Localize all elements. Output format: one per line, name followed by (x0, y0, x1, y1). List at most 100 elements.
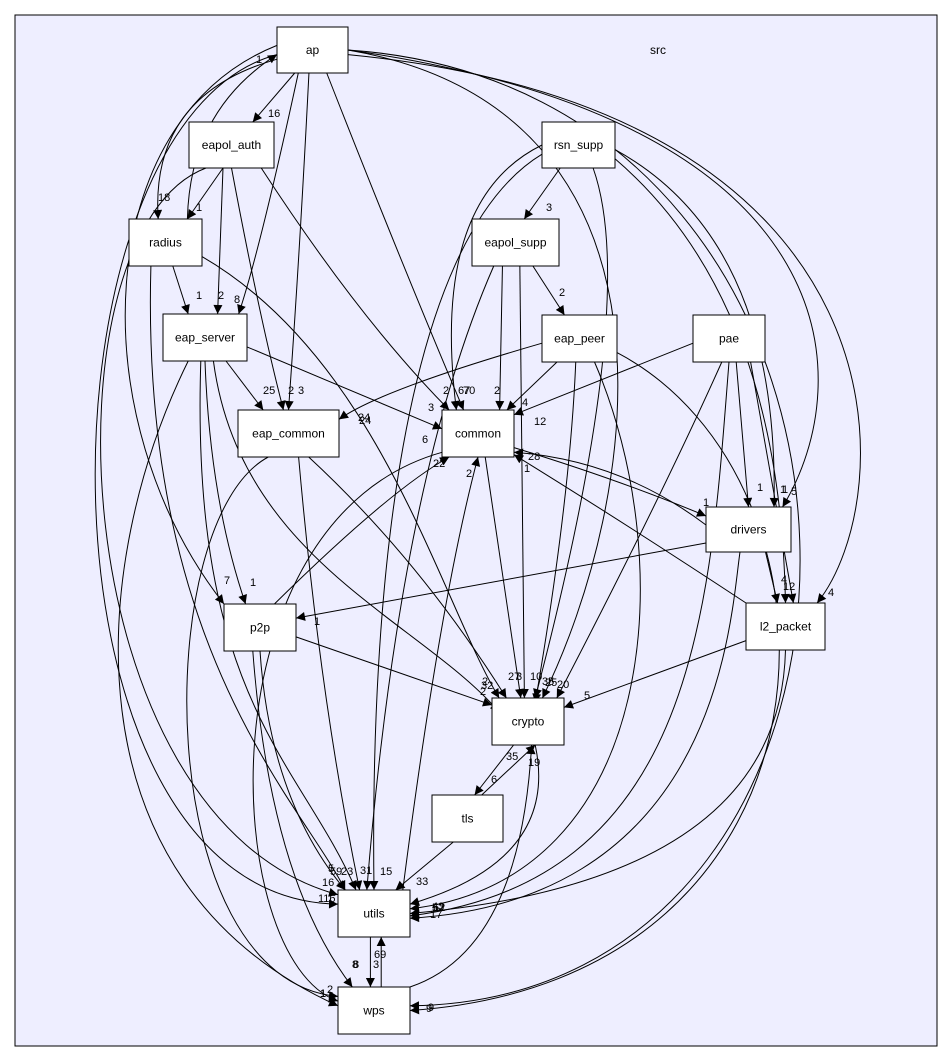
edge-label-eap_peer-to-common: 4 (522, 397, 528, 409)
edge-label-eap_server-to-crypto: 32 (481, 680, 493, 692)
edge-ap-to-eap_common (284, 72, 310, 411)
node-label-common: common (455, 427, 501, 441)
node-p2p[interactable]: p2p (223, 603, 297, 652)
node-wps[interactable]: wps (337, 986, 411, 1035)
node-box-eap_common[interactable] (237, 409, 340, 458)
node-box-wps[interactable] (337, 986, 411, 1035)
node-utils[interactable]: utils (337, 889, 411, 938)
edge-label-radius-to-ap: 1 (256, 54, 262, 66)
edge-eap_server-to-utils (199, 360, 357, 891)
node-box-eapol_supp[interactable] (471, 218, 560, 267)
node-label-p2p: p2p (250, 621, 270, 635)
node-eap_common[interactable]: eap_common (237, 409, 340, 458)
node-common[interactable]: common (441, 409, 515, 458)
node-box-utils[interactable] (337, 889, 411, 938)
node-label-eapol_supp: eapol_supp (484, 236, 546, 250)
edge-label-ap-to-common: 70 (463, 385, 475, 397)
node-label-crypto: crypto (512, 715, 545, 729)
edge-label-rsn_supp-to-eapol_supp: 3 (546, 202, 552, 214)
edge-wps-to-crypto (409, 744, 536, 988)
edge-ap-to-l2_packet (347, 54, 861, 604)
edge-eap_server-to-p2p (204, 360, 247, 605)
node-crypto[interactable]: crypto (491, 697, 565, 746)
node-box-tls[interactable] (431, 794, 504, 843)
node-box-eap_peer[interactable] (541, 314, 618, 363)
node-label-utils: utils (363, 907, 384, 921)
edge-p2p-to-utils (259, 650, 346, 891)
edge-pae-to-crypto (556, 361, 723, 699)
edge-eap_common-to-utils (298, 456, 363, 891)
edge-label-eapol_auth-to-eap_server: 2 (218, 290, 224, 302)
edge-label-tls-to-crypto: 35 (506, 751, 518, 763)
node-box-radius[interactable] (128, 218, 203, 267)
node-l2_packet[interactable]: l2_packet (745, 602, 826, 651)
edge-common-to-drivers (513, 447, 707, 517)
node-rsn_supp[interactable]: rsn_supp (541, 121, 616, 169)
node-ap[interactable]: ap (276, 26, 349, 74)
node-eapol_auth[interactable]: eapol_auth (188, 121, 275, 169)
node-label-drivers: drivers (730, 523, 766, 537)
edge-radius-to-utils (149, 265, 346, 891)
edge-label-eap_server-to-common: 3 (428, 402, 434, 414)
edge-ap-to-drivers (347, 49, 819, 508)
node-box-l2_packet[interactable] (745, 602, 826, 651)
node-box-crypto[interactable] (491, 697, 565, 746)
edge-label-radius-to-eap_server: 1 (196, 290, 202, 302)
node-box-rsn_supp[interactable] (541, 121, 616, 169)
edge-label-rsn_supp-to-l2_packet: 12 (783, 581, 795, 593)
edge-eap_common-to-wps (186, 456, 339, 1001)
node-box-drivers[interactable] (705, 506, 792, 553)
node-box-common[interactable] (441, 409, 515, 458)
node-eapol_supp[interactable]: eapol_supp (471, 218, 560, 267)
edge-p2p-to-wps (252, 650, 353, 988)
node-box-eap_server[interactable] (162, 313, 248, 362)
edge-l2_packet-to-utils (409, 649, 786, 918)
node-box-pae[interactable] (692, 314, 766, 363)
node-box-ap[interactable] (276, 26, 349, 74)
edge-pae-to-l2_packet (750, 361, 797, 604)
edge-label-eap_common-to-crypto: 2 (480, 686, 486, 698)
cluster-label: src (650, 43, 666, 57)
edge-label-ap-to-p2p: 7 (224, 575, 230, 587)
node-radius[interactable]: radius (128, 218, 203, 267)
node-eap_peer[interactable]: eap_peer (541, 314, 618, 363)
edge-eapol_supp-to-eap_peer (532, 265, 565, 316)
edge-label-l2_packet-to-crypto: 5 (584, 690, 590, 702)
edge-eapol_auth-to-eap_common (231, 167, 286, 411)
edge-label-utils-to-wps: 3 (373, 959, 379, 971)
edge-pae-to-common (513, 342, 694, 416)
edge-l2_packet-to-common (513, 454, 747, 604)
edge-eapol_auth-to-common (260, 167, 450, 411)
edge-drivers-to-p2p (295, 542, 707, 621)
node-drivers[interactable]: drivers (705, 506, 792, 553)
node-tls[interactable]: tls (431, 794, 504, 843)
node-label-eapol_auth: eapol_auth (202, 138, 261, 152)
node-pae[interactable]: pae (692, 314, 766, 363)
edge-label-eapol_auth-to-radius: 1 (196, 202, 202, 214)
edge-label-eap_server-to-utils: 23 (341, 866, 353, 878)
edge-tls-to-utils (395, 841, 454, 891)
edge-label-p2p-to-common: 6 (422, 434, 428, 446)
edge-label-rsn_supp-to-common: 67 (458, 385, 470, 397)
node-label-ap: ap (306, 43, 320, 57)
edge-label-p2p-to-crypto: 2 (482, 676, 488, 688)
edge-drivers-to-common (513, 448, 707, 526)
edge-eap_server-to-wps (117, 360, 339, 1007)
edge-eap_peer-to-crypto (532, 361, 577, 703)
edge-label-eapol_auth-to-eap_common: 2 (288, 385, 294, 397)
edge-label-l2_packet-to-common: 1 (524, 463, 530, 475)
edge-label-ap-to-drivers: 1 (780, 484, 786, 496)
node-label-rsn_supp: rsn_supp (554, 138, 604, 152)
node-eap_server[interactable]: eap_server (162, 313, 248, 362)
node-label-eap_common: eap_common (252, 427, 325, 441)
node-label-wps: wps (362, 1004, 384, 1018)
edge-drivers-to-l2_packet (765, 551, 780, 604)
edge-eapol_auth-to-radius (186, 167, 224, 220)
edge-label-eapol_supp-to-common: 2 (494, 385, 500, 397)
node-box-p2p[interactable] (223, 603, 297, 652)
edge-label-crypto-to-tls: 6 (491, 774, 497, 786)
edge-eap_common-to-crypto (308, 456, 507, 699)
node-box-eapol_auth[interactable] (188, 121, 275, 169)
edge-tls-to-crypto (481, 744, 536, 796)
edge-common-to-wps (252, 451, 443, 1003)
